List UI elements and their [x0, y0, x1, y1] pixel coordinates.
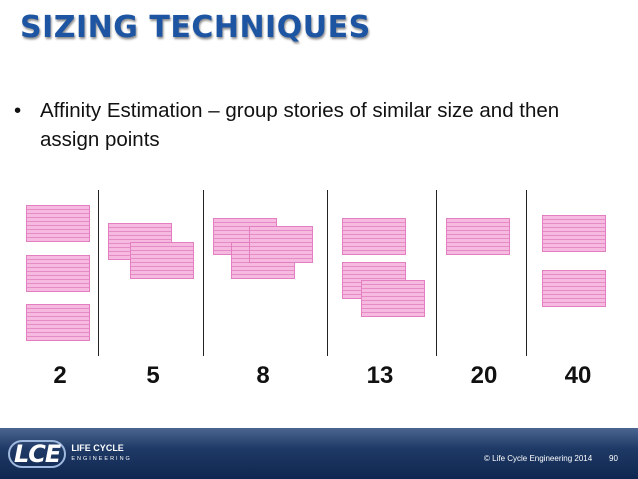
bullet-marker: • [14, 99, 22, 122]
points-label: 5 [146, 362, 160, 389]
points-label: 2 [53, 362, 67, 389]
copyright-text: © Life Cycle Engineering 2014 [484, 454, 593, 463]
points-label: 8 [256, 362, 270, 389]
story-card [130, 242, 194, 279]
story-card [26, 255, 90, 292]
company-logo: LCE LIFE CYCLE ENGINEERING [8, 438, 132, 470]
story-card [249, 226, 313, 263]
story-card [342, 218, 406, 255]
logo-mark: LCE [8, 440, 67, 468]
story-card [26, 205, 90, 242]
points-label: 13 [366, 362, 394, 389]
points-label: 20 [470, 362, 498, 389]
bullet-item: • Affinity Estimation – group stories of… [14, 96, 624, 154]
page-number: 90 [609, 454, 618, 463]
logo-name: LIFE CYCLE ENGINEERING [71, 444, 132, 464]
logo-name-line: LIFE CYCLE [71, 443, 124, 453]
bullet-text: Affinity Estimation – group stories of s… [40, 99, 560, 151]
column-divider [436, 190, 437, 356]
story-card [26, 304, 90, 341]
story-card [361, 280, 425, 317]
story-card [542, 215, 606, 252]
column-divider [203, 190, 204, 356]
column-divider [98, 190, 99, 356]
footer-bar: LCE LIFE CYCLE ENGINEERING © Life Cycle … [0, 428, 638, 479]
slide-title: SIZING TECHNIQUES [20, 10, 371, 45]
logo-sub-line: ENGINEERING [71, 456, 132, 462]
story-card [446, 218, 510, 255]
points-label: 40 [564, 362, 592, 389]
column-divider [526, 190, 527, 356]
story-card [542, 270, 606, 307]
column-divider [327, 190, 328, 356]
